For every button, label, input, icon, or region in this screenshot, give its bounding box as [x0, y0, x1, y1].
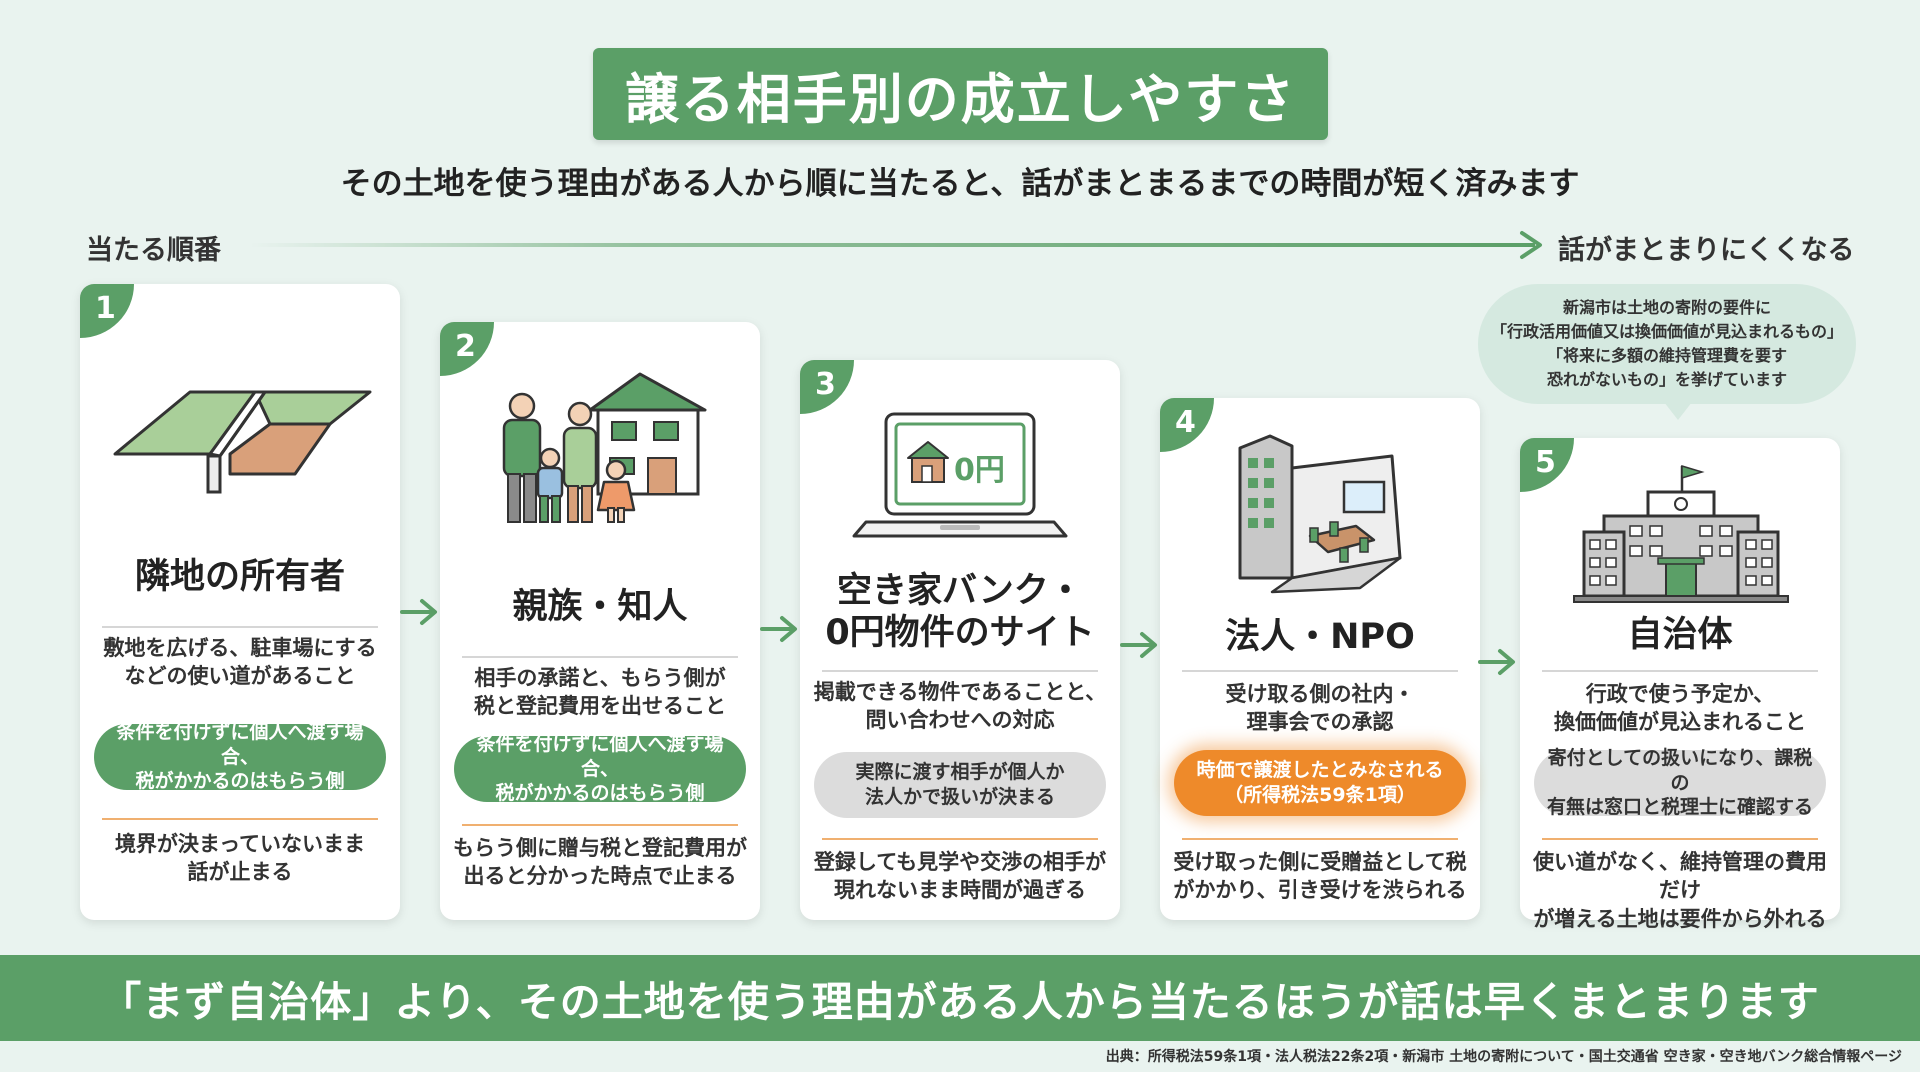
card-bottom-line: 現れないまま時間が過ぎる	[834, 878, 1086, 903]
page-title: 譲る相手別の成立しやすさ	[593, 48, 1328, 140]
divider	[1182, 670, 1458, 672]
step-arrow-icon	[1478, 649, 1515, 675]
card-note-pill: 時価で譲渡したとみなされる （所得税法59条1項）	[1174, 750, 1466, 816]
card-bottom-line: 出ると分かった時点で止まる	[463, 864, 737, 889]
divider	[462, 824, 738, 826]
card-note-pill: 条件を付けずに個人へ渡す場合、 税がかかるのはもらう側	[94, 721, 386, 792]
pill-line: 条件を付けずに個人へ渡す場合、	[476, 732, 724, 780]
pill-line: 法人かで扱いが決まる	[864, 786, 1055, 808]
conclusion-banner: 「まず自治体」より、その土地を使う理由がある人から当たるほうが話は早くまとまりま…	[0, 955, 1920, 1041]
step-card-2: 2 親族・知人 相手の承諾と、もらう側が 税と登記費用を出せること	[440, 322, 760, 920]
city-hall-icon	[1573, 464, 1789, 603]
source-citation: 出典：所得税法59条1項・法人税法22条2項・新潟市 土地の寄附について・国土交…	[1105, 1049, 1902, 1065]
family-house-icon	[502, 372, 707, 523]
card-bottom-line: もらう側に贈与税と登記費用が	[453, 836, 747, 860]
card-desc-line: 税と登記費用を出せること	[474, 694, 726, 719]
card-desc-line: 理事会での承認	[1246, 710, 1394, 735]
card-desc-line: 換価価値が見込まれること	[1554, 710, 1806, 735]
divider	[102, 626, 378, 628]
card-bottom-line: 受け取った側に受贈益として税	[1173, 850, 1467, 874]
card-title-line: 親族・知人	[512, 587, 688, 627]
card-title-line: 0円物件のサイト	[825, 613, 1095, 653]
pill-line: 時価で譲渡したとみなされる	[1196, 759, 1444, 782]
card-desc-line: 問い合わせへの対応	[865, 708, 1055, 733]
step-arrow-icon	[760, 616, 797, 642]
pill-line: 寄付としての扱いになり、課税の	[1547, 746, 1813, 794]
divider	[1182, 838, 1458, 840]
card-desc-line: 行政で使う予定か、	[1585, 682, 1775, 706]
card-desc-line: 敷地を広げる、駐車場にする	[103, 636, 377, 660]
end-label: 話がまとまりにくくなる	[1558, 235, 1855, 266]
card-bottom-line: 話が止まる	[187, 860, 293, 885]
step-arrow-icon	[400, 599, 437, 625]
pill-line: 税がかかるのはもらう側	[495, 782, 705, 805]
bubble-line: 「将来に多額の維持管理費を要す	[1546, 346, 1787, 365]
card-bottom-line: が増える土地は要件から外れる	[1533, 906, 1827, 931]
divider	[1542, 838, 1818, 840]
card-title-line: 隣地の所有者	[134, 557, 345, 597]
pill-line: 有無は窓口と税理士に確認する	[1546, 796, 1813, 819]
card-bottom-line: 使い道がなく、維持管理の費用だけ	[1533, 850, 1827, 903]
adjacent-land-icon	[113, 390, 372, 494]
bubble-line: 新潟市は土地の寄附の要件に	[1562, 298, 1771, 317]
order-label: 当たる順番	[86, 235, 221, 266]
pill-line: 実際に渡す相手が個人か	[855, 761, 1065, 784]
page-subtitle: その土地を使う理由がある人から順に当たると、話がまとまるまでの時間が短く済みます	[340, 166, 1580, 202]
step-card-1: 1 隣地の所有者 敷地を広げる、駐車場にする などの使い道があること 条件を付け…	[80, 284, 400, 920]
laptop-screen-text: 0円	[954, 453, 1005, 488]
card-title-line: 空き家バンク・	[836, 571, 1084, 611]
card-desc-line: 相手の承諾と、もらう側が	[474, 666, 726, 690]
step-card-3: 3 0円 空き家バンク・ 0円物件のサイト 掲載できる物件であることと、 問い合…	[800, 360, 1120, 920]
laptop-zero-yen-icon: 0円	[852, 412, 1068, 538]
card-title-line: 法人・NPO	[1225, 617, 1415, 657]
divider	[822, 838, 1098, 840]
card-desc-line: などの使い道があること	[124, 664, 356, 689]
bubble-line: 「行政活用価値又は換価価値が見込まれるもの」	[1490, 322, 1843, 341]
card-note-pill: 実際に渡す相手が個人か 法人かで扱いが決まる	[814, 752, 1106, 818]
divider	[1542, 670, 1818, 672]
card-desc-line: 掲載できる物件であることと、	[813, 680, 1107, 704]
divider	[462, 656, 738, 658]
pill-line: （所得税法59条1項）	[1224, 784, 1416, 806]
card-note-pill: 条件を付けずに個人へ渡す場合、 税がかかるのはもらう側	[454, 733, 746, 804]
card-title-line: 自治体	[1627, 615, 1733, 655]
pill-line: 税がかかるのはもらう側	[135, 770, 345, 793]
card-bottom-line: 境界が決まっていないまま	[114, 832, 366, 856]
step-card-4: 4 法人・NPO 受け取る側の社内・ 理事会での承認 時価で譲渡したとみなされる…	[1160, 398, 1480, 920]
order-arrow-icon	[250, 231, 1542, 259]
card-bottom-line: がかかり、引き受けを渋られる	[1173, 878, 1467, 903]
step-card-5: 5 自治体 行政で使う予定か、 換価価値	[1520, 438, 1840, 931]
card-desc-line: 受け取る側の社内・	[1225, 682, 1415, 706]
divider	[102, 818, 378, 820]
divider	[822, 670, 1098, 672]
card-note-pill: 寄付としての扱いになり、課税の 有無は窓口と税理士に確認する	[1534, 747, 1826, 818]
bubble-line: 恐れがないもの」を挙げています	[1546, 370, 1787, 389]
speech-bubble-note: 新潟市は土地の寄附の要件に 「行政活用価値又は換価価値が見込まれるもの」 「将来…	[1478, 284, 1856, 404]
office-building-icon	[1238, 434, 1402, 594]
pill-line: 条件を付けずに個人へ渡す場合、	[116, 720, 364, 768]
step-arrow-icon	[1120, 632, 1157, 658]
card-bottom-line: 登録しても見学や交渉の相手が	[813, 850, 1107, 874]
step-number-badge: 1	[80, 284, 134, 338]
speech-bubble-tail	[1664, 402, 1692, 420]
